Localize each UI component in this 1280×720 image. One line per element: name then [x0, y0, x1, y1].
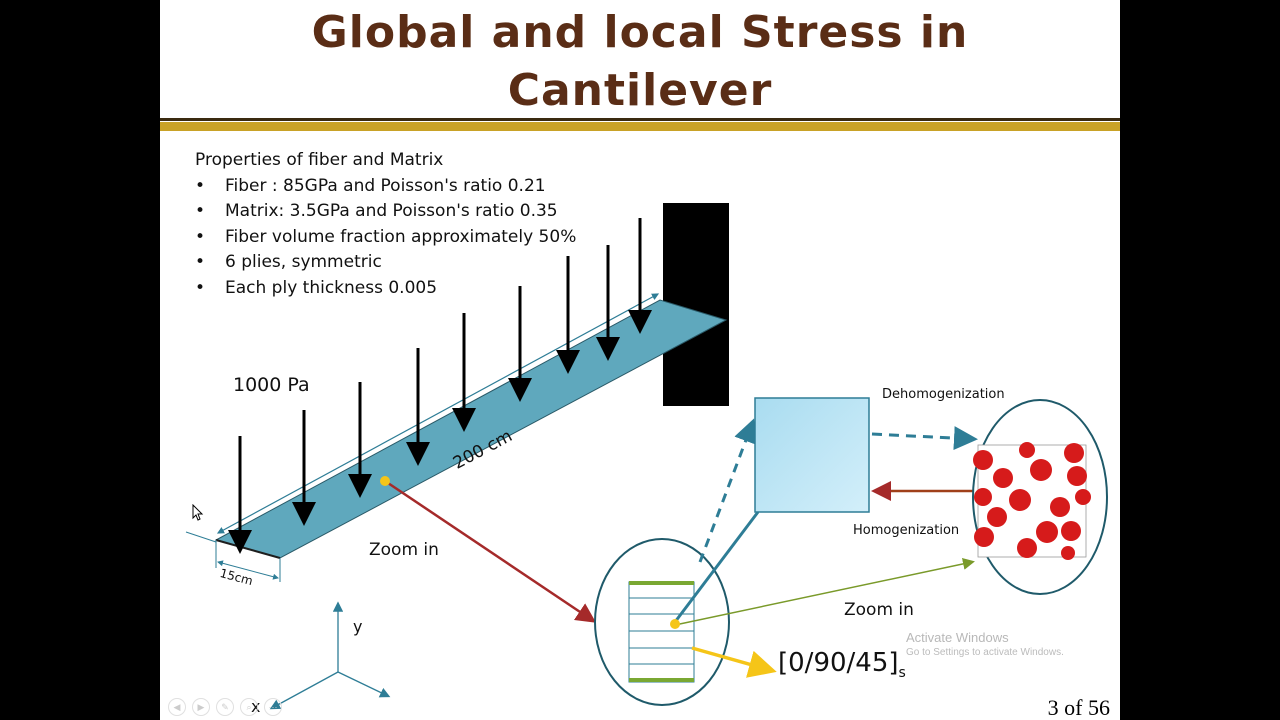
fiber-circle: [1019, 442, 1035, 458]
title-line-1: Global and local Stress in: [311, 7, 969, 58]
property-volume-fraction: Fiber volume fraction approximately 50%: [195, 225, 576, 251]
fiber-circle: [974, 527, 994, 547]
width-dimension-line: [217, 560, 279, 580]
laminate-point-marker: [670, 619, 680, 629]
options-icon[interactable]: ⋯: [264, 698, 282, 716]
fiber-circle: [1030, 459, 1052, 481]
property-fiber: Fiber : 85GPa and Poisson's ratio 0.21: [195, 174, 576, 200]
width-dimension-leader: [185, 531, 217, 543]
slideshow-controls: ◀ ▶ ✎ ⌕ ⋯: [168, 698, 282, 716]
property-plies: 6 plies, symmetric: [195, 250, 576, 276]
slide-title: Global and local Stress in Cantilever: [160, 4, 1120, 120]
activate-windows-subtitle: Go to Settings to activate Windows.: [906, 647, 1064, 658]
fiber-circle: [1067, 466, 1087, 486]
fiber-circle: [973, 450, 993, 470]
zoom-in-label-right: Zoom in: [844, 600, 914, 620]
pen-icon[interactable]: ✎: [216, 698, 234, 716]
previous-slide-icon[interactable]: ◀: [168, 698, 186, 716]
cantilever-diagram: [185, 203, 1108, 710]
y-axis-label: y: [353, 617, 363, 636]
fiber-circle: [1061, 546, 1075, 560]
dehomogenization-arrow: [871, 426, 978, 451]
homogenized-cube: [754, 397, 870, 513]
length-dimension-line: [216, 293, 660, 534]
load-arrows: [228, 218, 652, 554]
properties-heading: Properties of fiber and Matrix: [195, 150, 444, 170]
slide-counter: 3 of 56: [1047, 695, 1110, 720]
title-rule-gold: [160, 122, 1120, 131]
layup-subscript: s: [898, 665, 906, 682]
to-cube-line-solid: [673, 511, 760, 623]
laminate-zoom-ellipse: [594, 538, 730, 706]
next-slide-icon[interactable]: ▶: [192, 698, 210, 716]
properties-list: Properties of fiber and Matrix Fiber : 8…: [195, 148, 576, 302]
zoom-in-label-left: Zoom in: [369, 540, 439, 560]
laminate-outline: [628, 581, 695, 683]
fiber-circle: [987, 507, 1007, 527]
fiber-circle: [1050, 497, 1070, 517]
fiber-circle: [1075, 489, 1091, 505]
z-axis: [337, 671, 391, 698]
layup-label: [0/90/45]s: [778, 648, 906, 681]
fiber-circle: [993, 468, 1013, 488]
dehomogenization-label: Dehomogenization: [882, 387, 1005, 402]
homogenization-label: Homogenization: [853, 523, 960, 538]
fiber-circle: [1064, 443, 1084, 463]
property-matrix: Matrix: 3.5GPa and Poisson's ratio 0.35: [195, 199, 576, 225]
laminate-stack: [628, 581, 695, 683]
cantilever-beam: [214, 299, 728, 559]
fiber-circle: [1036, 521, 1058, 543]
slide: Global and local Stress in Cantilever Pr…: [160, 0, 1120, 720]
zoom-icon[interactable]: ⌕: [240, 698, 258, 716]
fiber-circle: [1061, 521, 1081, 541]
coordinate-axes: [269, 601, 391, 710]
zoom-in-arrow-olive: [674, 557, 975, 626]
activate-windows-title: Activate Windows: [906, 630, 1009, 645]
to-cube-line-dashed: [698, 418, 757, 563]
beam-point-marker: [380, 476, 390, 486]
mouse-pointer-icon: [192, 504, 204, 521]
load-label: 1000 Pa: [233, 374, 310, 396]
layup-main: [0/90/45]: [778, 648, 899, 678]
title-rule-dark: [160, 118, 1120, 121]
title-line-2: Cantilever: [507, 65, 773, 116]
fiber-cross-section: [973, 442, 1091, 560]
fiber-circle: [974, 488, 992, 506]
fiber-circle: [1009, 489, 1031, 511]
fiber-circle: [1017, 538, 1037, 558]
layup-pointer-arrow: [691, 646, 777, 678]
microstructure-zoom-ellipse: [972, 399, 1108, 595]
zoom-in-arrow-red: [384, 479, 597, 623]
x-axis: [269, 671, 339, 710]
property-ply-thickness: Each ply thickness 0.005: [195, 276, 576, 302]
